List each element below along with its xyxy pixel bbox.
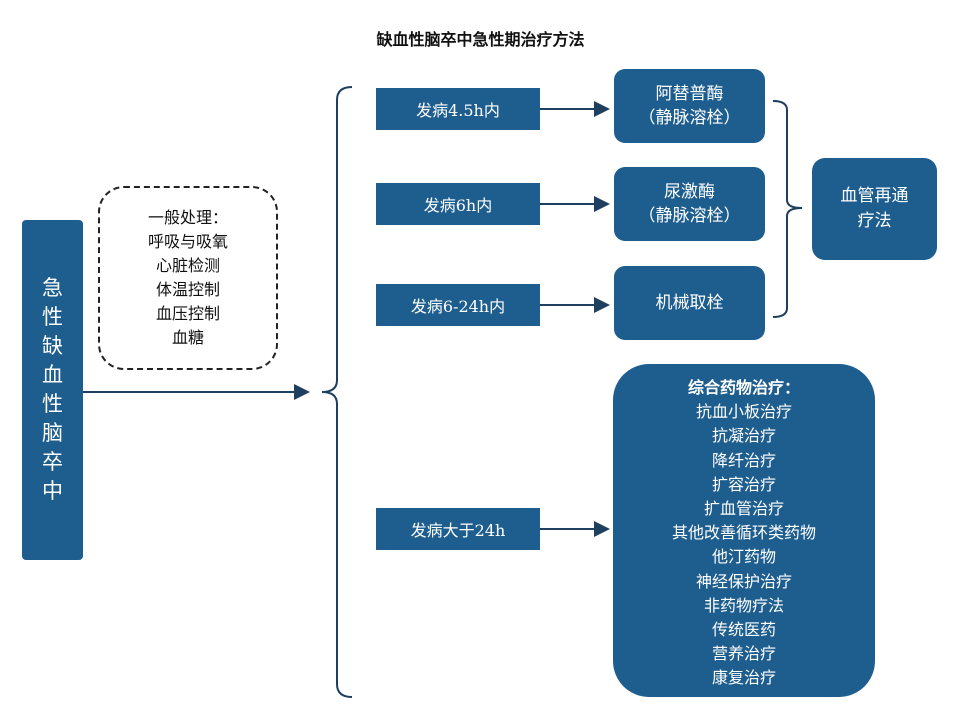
revascularization-box: 血管再通 疗法 <box>812 158 937 260</box>
drug-item: 降纤治疗 <box>711 450 776 470</box>
char: 中 <box>42 479 63 503</box>
treatment-name: 机械取栓 <box>655 293 724 313</box>
drug-item: 其他改善循环类药物 <box>671 523 816 543</box>
drug-item: 他汀药物 <box>711 547 776 567</box>
drug-therapy-box: 综合药物治疗： 抗血小板治疗 抗凝治疗 降纤治疗 扩容治疗 扩血管治疗 其他改善… <box>613 364 875 697</box>
treatment-name: 尿激酶 <box>664 182 715 202</box>
char: 血 <box>42 363 63 387</box>
drug-item: 营养治疗 <box>711 644 776 664</box>
drug-item: 扩容治疗 <box>711 474 776 494</box>
drug-heading: 综合药物治疗： <box>687 378 800 397</box>
char: 急 <box>42 276 63 300</box>
char: 脑 <box>42 421 63 445</box>
general-item: 体温控制 <box>155 280 220 299</box>
diagram-title: 缺血性脑卒中急性期治疗方法 <box>376 30 585 49</box>
ischemic-stroke-box: 急 性 缺 血 性 脑 卒 中 <box>22 220 83 560</box>
urokinase-box: 尿激酶 （静脉溶栓） <box>614 167 765 241</box>
char: 性 <box>42 305 63 329</box>
revasc-line: 疗法 <box>857 211 892 231</box>
drug-item: 抗凝治疗 <box>711 426 776 446</box>
time-window-4-5h: 发病4.5h内 <box>376 88 540 130</box>
char: 性 <box>42 392 63 416</box>
general-item: 呼吸与吸氧 <box>147 232 228 251</box>
treatment-name: 阿替普酶 <box>655 84 724 104</box>
main-brace <box>321 86 353 698</box>
general-treatment-box: 一般处理： 呼吸与吸氧 心脏检测 体温控制 血压控制 血糖 <box>98 186 278 370</box>
revasc-brace <box>772 100 803 318</box>
time-window-over-24h: 发病大于24h <box>376 508 540 550</box>
revasc-line: 血管再通 <box>840 186 909 206</box>
treatment-note: （静脉溶栓） <box>638 108 741 128</box>
drug-item: 康复治疗 <box>711 668 776 688</box>
general-item: 血糖 <box>171 328 204 347</box>
char: 卒 <box>42 450 63 474</box>
general-item: 血压控制 <box>155 304 220 323</box>
general-heading: 一般处理： <box>147 208 228 227</box>
time-window-6h: 发病6h内 <box>376 183 540 225</box>
treatment-note: （静脉溶栓） <box>638 206 741 226</box>
drug-item: 非药物疗法 <box>703 595 784 615</box>
char: 缺 <box>42 334 63 358</box>
alteplase-box: 阿替普酶 （静脉溶栓） <box>614 69 765 143</box>
drug-item: 扩血管治疗 <box>703 499 784 519</box>
general-item: 心脏检测 <box>155 256 220 275</box>
drug-item: 传统医药 <box>711 620 776 640</box>
time-window-6-24h: 发病6-24h内 <box>376 284 540 326</box>
thrombectomy-box: 机械取栓 <box>614 266 765 340</box>
drug-item: 抗血小板治疗 <box>695 402 792 422</box>
drug-item: 神经保护治疗 <box>695 571 792 591</box>
